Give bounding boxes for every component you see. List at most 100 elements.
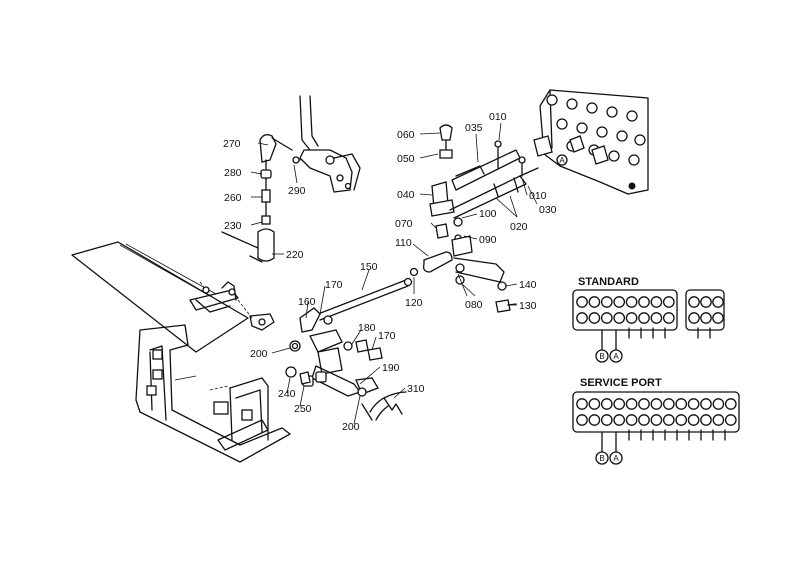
service-spool-10-1 bbox=[700, 414, 712, 426]
service-spool-9-0 bbox=[687, 398, 700, 410]
service-spool-1-0 bbox=[588, 398, 601, 410]
service-spool-9-1 bbox=[687, 414, 700, 426]
service-spool-5-0 bbox=[638, 398, 650, 410]
standard-aux-spool-0-0 bbox=[688, 296, 700, 308]
service-spool-8-0 bbox=[675, 398, 688, 410]
service-spool-11-1 bbox=[712, 414, 725, 426]
service-spool-2-0 bbox=[600, 398, 613, 410]
lever-rod bbox=[221, 134, 293, 263]
service-spool-12-0 bbox=[724, 398, 737, 410]
callout-270: 270 bbox=[223, 138, 241, 150]
callout-150: 150 bbox=[360, 261, 378, 273]
standard-spool-6-1 bbox=[650, 312, 663, 324]
service-spool-8-1 bbox=[675, 414, 688, 426]
floor-plate bbox=[71, 241, 249, 353]
standard-spool-3-0 bbox=[613, 296, 626, 308]
standard-spool-5-0 bbox=[638, 296, 650, 308]
standard-spool-2-1 bbox=[600, 312, 613, 324]
service-spool-7-0 bbox=[662, 398, 675, 410]
leader-lines bbox=[250, 122, 538, 425]
standard-spool-1-1 bbox=[588, 312, 601, 324]
standard-aux-spool-1-0 bbox=[700, 296, 712, 308]
long-rod bbox=[317, 277, 413, 321]
standard-valve-view: STANDARD B A bbox=[572, 276, 725, 363]
callout-200-left: 200 bbox=[250, 348, 268, 360]
service-spool-3-1 bbox=[613, 414, 626, 426]
control-lever-assembly bbox=[292, 95, 361, 193]
service-spool-1-1 bbox=[588, 414, 601, 426]
callout-190: 190 bbox=[382, 362, 400, 374]
callout-110: 110 bbox=[395, 237, 412, 249]
service-spool-6-0 bbox=[650, 398, 663, 410]
service-spool-4-0 bbox=[625, 398, 638, 410]
callout-230: 230 bbox=[224, 220, 242, 232]
callout-250: 250 bbox=[294, 403, 312, 415]
callout-040: 040 bbox=[397, 189, 415, 201]
standard-spool-1-0 bbox=[588, 296, 601, 308]
callout-labels: 270 280 260 230 220 290 060 050 040 035 … bbox=[223, 111, 557, 433]
pedal-link bbox=[189, 281, 275, 331]
callout-160: 160 bbox=[298, 296, 316, 308]
standard-spool-4-0 bbox=[625, 296, 638, 308]
service-spool-6-1 bbox=[650, 414, 663, 426]
callout-010-top: 010 bbox=[489, 111, 507, 123]
standard-spool-7-1 bbox=[662, 312, 675, 324]
standard-spool-4-1 bbox=[625, 312, 638, 324]
callout-310: 310 bbox=[407, 383, 425, 395]
standard-port-a: A bbox=[613, 352, 619, 361]
callout-240: 240 bbox=[278, 388, 296, 400]
service-port-b: B bbox=[599, 454, 604, 463]
callout-070: 070 bbox=[395, 218, 413, 230]
service-spool-0-1 bbox=[576, 414, 588, 426]
pedal-bracket bbox=[135, 324, 291, 463]
standard-spool-7-0 bbox=[662, 296, 675, 308]
standard-aux-spool-1-1 bbox=[700, 312, 712, 324]
callout-060: 060 bbox=[397, 129, 415, 141]
service-spool-0-0 bbox=[576, 398, 588, 410]
callout-170-bottom: 170 bbox=[378, 330, 396, 342]
standard-spool-0-0 bbox=[576, 296, 588, 308]
callout-280: 280 bbox=[224, 167, 242, 179]
cross-shaft bbox=[285, 307, 383, 397]
callout-090: 090 bbox=[479, 234, 497, 246]
standard-port-b: B bbox=[599, 352, 604, 361]
service-spool-3-0 bbox=[613, 398, 626, 410]
callout-100: 100 bbox=[479, 208, 497, 220]
service-port-valve-view: SERVICE PORT B A bbox=[572, 377, 740, 465]
standard-title: STANDARD bbox=[578, 276, 639, 288]
service-spool-11-0 bbox=[712, 398, 725, 410]
callout-200-bottom: 200 bbox=[342, 421, 360, 433]
callout-140: 140 bbox=[519, 279, 537, 291]
callout-290: 290 bbox=[288, 185, 306, 197]
callout-050: 050 bbox=[397, 153, 415, 165]
standard-spool-3-1 bbox=[613, 312, 626, 324]
service-spool-12-1 bbox=[724, 414, 737, 426]
callout-020: 020 bbox=[510, 221, 528, 233]
callout-130: 130 bbox=[519, 300, 537, 312]
standard-spool-0-1 bbox=[576, 312, 588, 324]
standard-spool-2-0 bbox=[600, 296, 613, 308]
callout-035: 035 bbox=[465, 122, 483, 134]
service-spool-7-1 bbox=[662, 414, 675, 426]
valve-port-a-label: A bbox=[559, 156, 565, 165]
standard-spool-6-0 bbox=[650, 296, 663, 308]
standard-spool-5-1 bbox=[638, 312, 650, 324]
callout-180: 180 bbox=[358, 322, 376, 334]
service-spool-10-0 bbox=[700, 398, 712, 410]
callout-120: 120 bbox=[405, 297, 423, 309]
service-spool-2-1 bbox=[600, 414, 613, 426]
return-spring bbox=[361, 391, 407, 421]
control-valve-block: A bbox=[533, 89, 649, 195]
service-port-title: SERVICE PORT bbox=[580, 377, 662, 389]
callout-080: 080 bbox=[465, 299, 483, 311]
callout-260: 260 bbox=[224, 192, 242, 204]
callout-170-top: 170 bbox=[325, 279, 343, 291]
standard-aux-spool-2-1 bbox=[712, 312, 724, 324]
standard-aux-spool-0-1 bbox=[688, 312, 700, 324]
service-spool-4-1 bbox=[625, 414, 638, 426]
service-port-a: A bbox=[613, 454, 619, 463]
callout-030: 030 bbox=[539, 204, 557, 216]
standard-aux-spool-2-0 bbox=[712, 296, 724, 308]
service-spool-5-1 bbox=[638, 414, 650, 426]
